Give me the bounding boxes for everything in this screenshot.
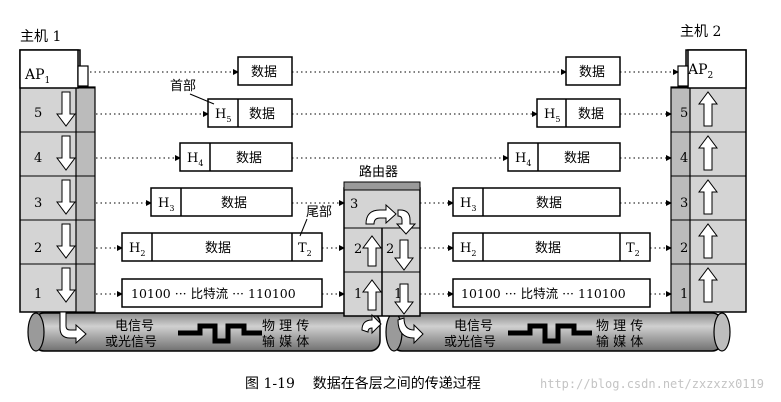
host2-stack xyxy=(670,49,747,313)
right-bitstream: 10100 ··· 比特流 ··· 110100 xyxy=(461,286,626,301)
right-h3-sub: 3 xyxy=(471,204,476,213)
left-t2: T xyxy=(298,241,307,256)
host2-layer-4: 4 xyxy=(680,151,688,166)
left-l3-data: 数据 xyxy=(221,196,247,211)
right-h5-sub: 5 xyxy=(555,115,560,124)
right-h2-sub: 2 xyxy=(471,249,476,258)
router-title: 路由器 xyxy=(359,164,398,180)
left-phys-label-1: 物 理 传 xyxy=(262,319,309,334)
right-h3: H xyxy=(460,196,471,211)
left-l2-data: 数据 xyxy=(205,241,231,256)
router-stack xyxy=(343,181,424,345)
host1-layer-5: 5 xyxy=(34,106,42,121)
host1-title: 主机 1 xyxy=(20,29,61,45)
right-t2: T xyxy=(626,241,635,256)
router-left-layer-1: 1 xyxy=(354,287,362,302)
right-h5: H xyxy=(544,107,555,122)
header-leader-line xyxy=(189,93,215,105)
right-l5-data: 数据 xyxy=(578,107,604,122)
host2-ap-sub: 2 xyxy=(708,71,714,81)
left-h2: H xyxy=(129,241,140,256)
host2-title: 主机 2 xyxy=(680,24,721,40)
watermark: http://blog.csdn.net/zxzxzx0119 xyxy=(540,377,764,391)
left-l5-data: 数据 xyxy=(249,107,275,122)
host2-layer-5: 5 xyxy=(680,106,688,121)
host1-layer-1: 1 xyxy=(34,287,42,302)
svg-text:AP1: AP1 xyxy=(24,67,50,86)
left-pdus xyxy=(121,56,323,308)
router-left-layer-3: 3 xyxy=(350,197,358,212)
right-signal-label-2: 或光信号 xyxy=(444,335,496,350)
left-app-data: 数据 xyxy=(251,65,277,80)
host1-stack xyxy=(19,49,96,345)
svg-text:H4: H4 xyxy=(515,151,531,168)
left-h5: H xyxy=(215,107,226,122)
router-right-layer-2: 2 xyxy=(386,242,394,257)
svg-text:T2: T2 xyxy=(626,241,640,258)
left-signal-label-1: 电信号 xyxy=(115,319,154,334)
right-phys-label-2: 输 媒 体 xyxy=(596,334,643,350)
host1-layer-2: 2 xyxy=(34,241,42,256)
host2-layer-1: 1 xyxy=(680,287,688,302)
router-right-layer-1: 1 xyxy=(394,287,402,302)
svg-text:H5: H5 xyxy=(544,107,560,124)
left-h3: H xyxy=(158,196,169,211)
left-h4-sub: 4 xyxy=(198,159,203,168)
trailer-leader-line xyxy=(299,218,308,237)
trailer-annotation: 尾部 xyxy=(306,205,332,220)
host1-layer-3: 3 xyxy=(34,196,42,211)
left-t2-sub: 2 xyxy=(307,249,312,258)
host2-ap-label: AP xyxy=(687,62,708,78)
router-left-layer-2: 2 xyxy=(354,242,362,257)
svg-text:H5: H5 xyxy=(215,107,231,124)
left-signal-label-2: 或光信号 xyxy=(105,335,157,350)
left-h3-sub: 3 xyxy=(169,204,174,213)
svg-text:H3: H3 xyxy=(460,196,476,213)
left-h5-sub: 5 xyxy=(226,115,231,124)
right-signal-label-1: 电信号 xyxy=(454,319,493,334)
right-h2: H xyxy=(460,241,471,256)
left-bitstream: 10100 ··· 比特流 ··· 110100 xyxy=(131,286,296,301)
right-t2-sub: 2 xyxy=(635,249,640,258)
right-app-data: 数据 xyxy=(579,65,605,80)
signal-waveform-right xyxy=(508,323,592,344)
left-phys-label-2: 输 媒 体 xyxy=(262,334,309,350)
svg-text:AP2: AP2 xyxy=(687,62,713,81)
medium-pipe-left xyxy=(27,312,381,352)
left-h4: H xyxy=(187,151,198,166)
svg-text:H4: H4 xyxy=(187,151,203,168)
host1-ap-label: AP xyxy=(24,67,45,83)
svg-text:H2: H2 xyxy=(129,241,145,258)
signal-waveform-left xyxy=(178,323,262,344)
right-h4-sub: 4 xyxy=(526,159,531,168)
right-l2-data: 数据 xyxy=(535,241,561,256)
left-h2-sub: 2 xyxy=(140,249,145,258)
right-h4: H xyxy=(515,151,526,166)
right-pdus xyxy=(452,56,651,308)
right-phys-label-1: 物 理 传 xyxy=(596,319,643,334)
svg-text:T2: T2 xyxy=(298,241,312,258)
header-annotation: 首部 xyxy=(170,79,196,94)
right-l3-data: 数据 xyxy=(536,196,562,211)
svg-text:H3: H3 xyxy=(158,196,174,213)
host2-layer-3: 3 xyxy=(680,196,688,211)
peer-lines xyxy=(90,69,679,297)
host2-layer-2: 2 xyxy=(680,241,688,256)
right-l4-data: 数据 xyxy=(564,151,590,166)
figure-caption: 图 1-19 数据在各层之间的传递过程 xyxy=(245,376,481,392)
left-l4-data: 数据 xyxy=(236,151,262,166)
host1-layer-4: 4 xyxy=(34,151,42,166)
host1-ap-sub: 1 xyxy=(45,76,51,86)
svg-text:H2: H2 xyxy=(460,241,476,258)
